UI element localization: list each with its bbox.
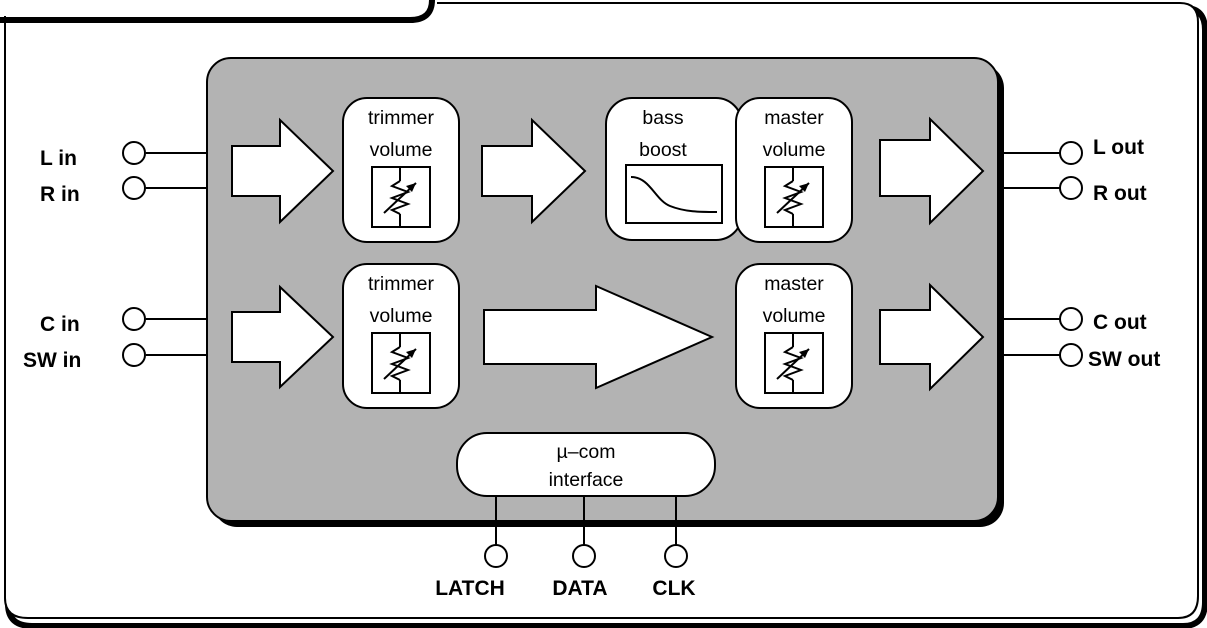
potentiometer-icon <box>764 332 824 394</box>
ucom-line1: µ–com <box>557 441 616 463</box>
r-out-label: R out <box>1093 182 1147 205</box>
c-in-label: C in <box>40 313 80 336</box>
master-bottom-line2: volume <box>763 305 826 327</box>
r-in-pin <box>122 176 146 200</box>
arrow-mid-top <box>481 117 587 225</box>
l-in-pin <box>122 141 146 165</box>
sw-out-pin <box>1059 343 1083 367</box>
l-in-label: L in <box>40 147 77 170</box>
trimmer-bottom-line1: trimmer <box>368 273 435 295</box>
trimmer-volume-top-block: trimmer volume <box>342 97 460 243</box>
trimmer-top-line1: trimmer <box>368 107 435 129</box>
bass-boost-line2: boost <box>639 139 687 161</box>
master-top-line1: master <box>764 107 824 129</box>
trimmer-volume-bottom-block: trimmer volume <box>342 263 460 409</box>
arrow-out-bottom <box>879 282 985 392</box>
potentiometer-icon <box>764 166 824 228</box>
trimmer-top-line2: volume <box>370 139 433 161</box>
arrow-long-bottom <box>483 284 715 390</box>
arrow-out-top <box>879 116 985 226</box>
flow-arrows <box>231 116 985 392</box>
ucom-line2: interface <box>549 469 624 491</box>
master-bottom-line1: master <box>764 273 824 295</box>
sw-in-pin <box>122 343 146 367</box>
latch-label: LATCH <box>435 577 505 600</box>
potentiometer-icon <box>371 166 431 228</box>
ucom-interface-block: µ–com interface <box>456 432 716 497</box>
c-in-pin <box>122 307 146 331</box>
c-out-pin <box>1059 307 1083 331</box>
sw-out-label: SW out <box>1088 348 1160 371</box>
input-pins: L in R in C in SW in <box>23 141 207 372</box>
output-pins: L out R out C out SW out <box>998 136 1160 371</box>
r-out-pin <box>1059 176 1083 200</box>
r-in-label: R in <box>40 183 80 206</box>
control-pins: LATCH DATA CLK <box>435 496 696 600</box>
bass-boost-line1: bass <box>642 107 683 129</box>
title-tab <box>0 0 435 23</box>
master-volume-top-block: master volume <box>735 97 853 243</box>
c-out-label: C out <box>1093 311 1147 334</box>
clk-label: CLK <box>652 577 695 600</box>
l-out-pin <box>1059 141 1083 165</box>
latch-pin <box>484 544 508 568</box>
trimmer-bottom-line2: volume <box>370 305 433 327</box>
arrow-in-bottom <box>231 284 335 390</box>
master-volume-bottom-block: master volume <box>735 263 853 409</box>
arrow-in-top <box>231 117 335 225</box>
bass-boost-block: bass boost <box>605 97 743 241</box>
frequency-response-icon <box>625 164 723 224</box>
sw-in-label: SW in <box>23 349 81 372</box>
potentiometer-icon <box>371 332 431 394</box>
clk-pin <box>664 544 688 568</box>
master-top-line2: volume <box>763 139 826 161</box>
data-pin <box>572 544 596 568</box>
l-out-label: L out <box>1093 136 1144 159</box>
data-label: DATA <box>552 577 607 600</box>
